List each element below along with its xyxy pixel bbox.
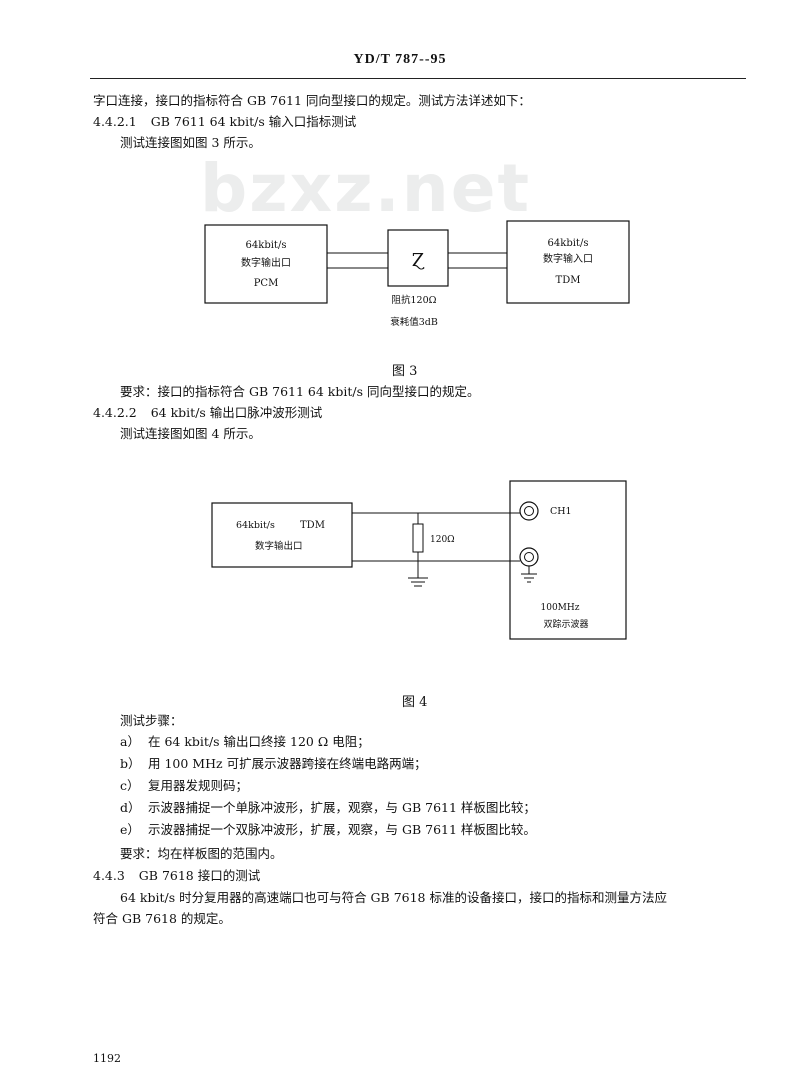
ground-icon [408,577,428,587]
fig4-tdm-box [211,502,353,568]
section-4-4-2-1-heading: 4.4.2.1 GB 7611 64 kbit/s 输入口指标测试 [93,113,356,131]
fig4-ch1-label: CH1 [550,506,572,517]
fig4-tdm-box-group: 64kbit/s TDM 数字输出口 [211,502,353,568]
ch1-connector-icon [519,501,539,521]
requirement-2: 要求：均在样板图的范围内。 [120,846,283,861]
list-item: a）在 64 kbit/s 输出口终接 120 Ω 电阻； [120,734,370,749]
fig3-left-name: PCM [254,278,279,289]
fig4-resistor-label: 120Ω [430,535,455,545]
figure-3-caption: 图 3 [392,364,418,379]
list-item: c）复用器发规则码； [120,778,249,793]
fig4-scope-name: 双踪示波器 [543,618,588,630]
section-title: 64 kbit/s 输出口脉冲波形测试 [150,405,323,420]
resistor-icon [412,523,424,553]
fig4-resistor: 120Ω [412,513,455,578]
fig3-right-box: 64kbit/s 数字输入口 TDM [506,220,630,304]
section-4-4-3-para-line2: 符合 GB 7618 的规定。 [93,911,231,926]
section-number: 4.4.3 [93,868,125,883]
section-4-4-2-2-heading: 4.4.2.2 64 kbit/s 输出口脉冲波形测试 [93,404,322,422]
fig3-left-box: 64kbit/s 数字输出口 PCM [204,224,328,304]
section-title: GB 7611 64 kbit/s 输入口指标测试 [150,114,357,129]
page-number: 1192 [93,1052,121,1065]
fig3-attenuator: Ɀ [387,229,449,287]
steps-title: 测试步骤： [120,713,183,728]
list-item: d）示波器捕捉一个单脉冲波形，扩展，观察，与 GB 7611 样板图比较； [120,800,536,815]
requirement-1: 要求：接口的指标符合 GB 7611 64 kbit/s 同向型接口的规定。 [120,384,480,399]
fig3-left-port: 数字输出口 [241,256,291,269]
section-number: 4.4.2.2 [93,405,137,420]
attenuator-icon: Ɀ [412,250,425,271]
ground-connector-icon [519,547,539,567]
paragraph-continuation: 字口连接，接口的指标符合 GB 7611 同向型接口的规定。测试方法详述如下： [93,93,531,108]
fig3-right-rate: 64kbit/s [548,238,589,249]
figure-4-caption: 图 4 [402,695,428,710]
header-rule [90,78,746,79]
fig4-tdm-label: TDM [300,520,325,531]
fig4-port: 数字输出口 [255,540,303,552]
section-4-4-2-1-body: 测试连接图如图 3 所示。 [120,135,261,150]
fig4-oscilloscope: CH1 100MHz 双踪示波器 [509,480,627,640]
fig3-tdm-box [506,220,630,304]
fig4-scope-bandwidth: 100MHz [541,603,580,613]
section-4-4-3-para-line1: 64 kbit/s 时分复用器的高速端口也可与符合 GB 7618 标准的设备接… [120,890,667,905]
fig4-scope-box [509,480,627,640]
fig3-right-port: 数字输入口 [543,252,593,265]
fig3-attenuator-box [387,229,449,287]
list-item: b）用 100 MHz 可扩展示波器跨接在终端电路两端； [120,756,427,771]
fig3-right-name: TDM [556,275,581,286]
section-title: GB 7618 接口的测试 [138,868,261,883]
watermark: bzxz.net [200,150,532,227]
section-number: 4.4.2.1 [93,114,137,129]
scope-ground-icon [521,573,537,583]
list-item: e）示波器捕捉一个双脉冲波形，扩展，观察，与 GB 7611 样板图比较。 [120,822,536,837]
steps-list: a）在 64 kbit/s 输出口终接 120 Ω 电阻； b）用 100 MH… [120,733,536,843]
section-4-4-3-heading: 4.4.3 GB 7618 接口的测试 [93,867,260,885]
fig3-attenuation-label: 衰耗值3dB [390,316,438,328]
fig3-left-rate: 64kbit/s [246,240,287,251]
fig3-impedance-label: 阻抗120Ω [391,294,436,306]
section-4-4-2-2-body: 测试连接图如图 4 所示。 [120,426,261,441]
fig3-pcm-box [204,224,328,304]
fig4-rate: 64kbit/s [236,520,275,531]
document-header: YD/T 787--95 [353,52,447,67]
